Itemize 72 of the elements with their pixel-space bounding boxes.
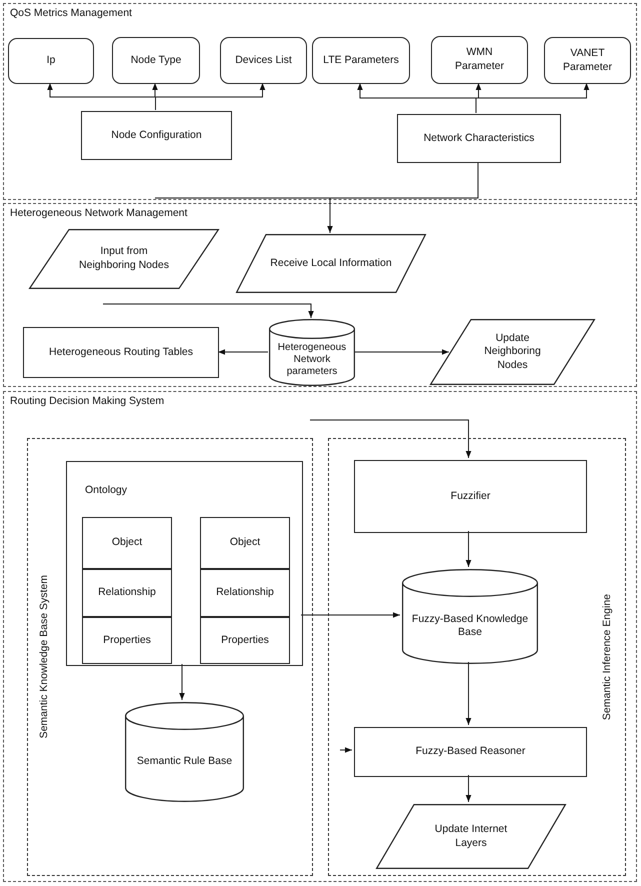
arrow	[102, 304, 314, 318]
subsystem-panel	[27, 438, 313, 876]
box-label: Update Internet Layers	[434, 822, 508, 850]
table-cell	[200, 569, 290, 617]
section-panel	[3, 203, 637, 387]
process-box	[397, 114, 561, 163]
box-label: Fuzzifier	[450, 490, 492, 504]
box-label: Fuzzy-Based Knowledge Base	[410, 612, 530, 640]
arrow	[466, 774, 472, 802]
box-label: WMN Parameter	[454, 46, 506, 74]
section-heading: Semantic Inference Engine	[601, 594, 614, 720]
arrow	[218, 349, 268, 355]
data-parallelogram	[430, 319, 595, 385]
arrow	[300, 612, 400, 618]
box-label: Relationship	[215, 586, 275, 600]
box-label: Heterogeneous Network parameters	[276, 340, 348, 378]
rounded-box	[431, 36, 528, 84]
box-label: Object	[110, 536, 144, 550]
table-cell	[82, 517, 172, 569]
process-box	[354, 460, 587, 533]
section-panel	[3, 3, 637, 200]
arrow	[310, 420, 472, 458]
box-label: Ip	[46, 54, 56, 68]
box-label: Node Type	[130, 54, 182, 68]
rounded-box	[312, 37, 410, 84]
section-heading: Semantic Knowledge Base System	[38, 575, 51, 739]
box-label: Object	[228, 536, 262, 550]
box-label: Network Characteristics	[422, 132, 536, 146]
data-parallelogram	[29, 229, 219, 289]
box-label: Properties	[220, 634, 270, 648]
box-label: VANET Parameter	[562, 46, 614, 74]
section-panel	[3, 391, 637, 882]
subsystem-panel	[328, 438, 626, 876]
table-cell	[200, 517, 290, 569]
table-cell	[82, 569, 172, 617]
database-cylinder	[402, 569, 538, 664]
process-box	[23, 327, 219, 378]
rounded-box	[220, 37, 307, 84]
section-heading: Routing Decision Making System	[10, 395, 164, 409]
arrow	[354, 349, 450, 355]
rounded-box	[8, 38, 94, 84]
box-label: Fuzzy-Based Reasoner	[414, 745, 526, 759]
panel-heading: Ontology	[85, 484, 128, 498]
database-cylinder	[125, 702, 244, 802]
box-label: Heterogeneous Routing Tables	[48, 346, 194, 360]
box-label: Node Configuration	[110, 128, 203, 142]
rounded-box	[544, 37, 631, 84]
box-label: LTE Parameters	[322, 54, 400, 68]
arrow	[466, 662, 472, 726]
box-label: Update Neighboring Nodes	[483, 332, 542, 372]
box-label: Devices List	[234, 54, 293, 68]
section-heading: Heterogeneous Network Management	[10, 207, 188, 221]
arrow	[466, 530, 472, 568]
process-box	[81, 111, 232, 160]
ontology-panel	[66, 461, 303, 666]
arrow	[340, 747, 352, 753]
table-cell	[82, 617, 172, 664]
box-label: Properties	[102, 634, 152, 648]
process-box	[354, 727, 587, 777]
arrow	[154, 162, 478, 234]
box-label: Relationship	[97, 586, 157, 600]
data-parallelogram	[236, 234, 426, 293]
arrow	[179, 664, 185, 700]
arrow	[476, 82, 590, 114]
table-cell	[200, 617, 290, 664]
section-heading: QoS Metrics Management	[10, 7, 132, 21]
data-parallelogram	[376, 804, 566, 869]
box-label: Receive Local Information	[269, 256, 393, 270]
rounded-box	[112, 37, 200, 84]
box-label: Input from Neighboring Nodes	[78, 245, 170, 273]
database-cylinder	[269, 319, 355, 386]
box-label: Semantic Rule Base	[136, 754, 234, 769]
